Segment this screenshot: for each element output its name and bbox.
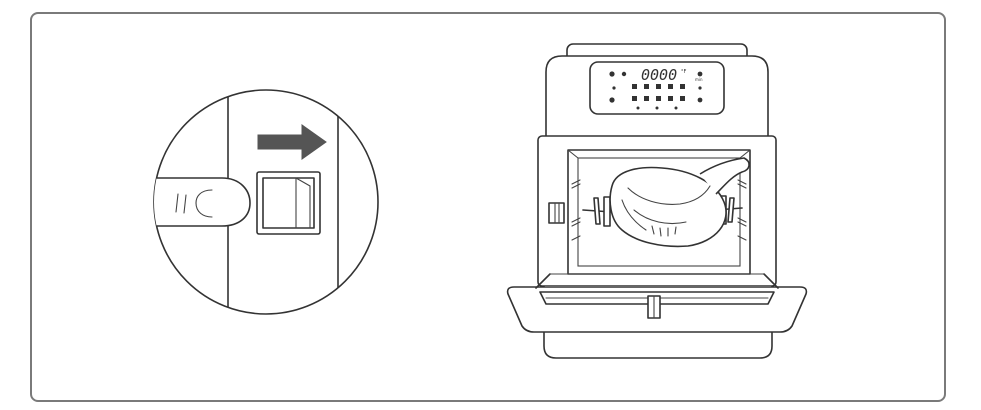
lamp-indicator: [674, 106, 678, 110]
temp-minus-button: [612, 86, 616, 90]
rotisserie-fork-left: [582, 196, 613, 227]
control-buttons: [609, 71, 703, 110]
fan-indicator: [636, 106, 640, 110]
time-plus-button: [698, 86, 702, 90]
heat-indicator: [655, 106, 659, 110]
slide-right-arrow-icon: [257, 124, 327, 160]
preset-1: [632, 84, 637, 89]
power-button: [609, 71, 615, 77]
lcd-time-indicator: min: [695, 77, 703, 82]
control-panel: 0000 °F min: [589, 61, 725, 115]
finger-crease-1: [175, 193, 179, 213]
preset-6: [632, 96, 637, 101]
stop-button: [697, 97, 703, 103]
start-button: [609, 97, 615, 103]
preset-9: [668, 96, 673, 101]
oven-cavity-back: [577, 157, 741, 267]
preset-2: [644, 84, 649, 89]
door-latch: [548, 202, 565, 224]
rotisserie-button: [697, 71, 703, 77]
chicken-leg: [699, 157, 750, 195]
fingernail: [195, 189, 213, 218]
preset-5: [680, 84, 685, 89]
detail-magnifier: [153, 89, 379, 315]
lcd-temp-indicator: °F: [681, 69, 687, 75]
preset-3: [656, 84, 661, 89]
finger-crease-2: [183, 194, 187, 214]
oven-door-open: [506, 273, 808, 333]
diagram-frame: [30, 12, 946, 402]
preset-8: [656, 96, 661, 101]
preset-10: [680, 96, 685, 101]
finger: [154, 177, 251, 227]
oven-illustration: 0000 °F min: [506, 43, 808, 359]
door-latch-button: [256, 171, 321, 235]
lcd-readout: 0000: [641, 66, 677, 84]
rack-slots: [571, 179, 747, 241]
preset-4: [668, 84, 673, 89]
light-button: [621, 71, 627, 77]
rotisserie-chicken: [609, 157, 750, 248]
preset-7: [644, 96, 649, 101]
